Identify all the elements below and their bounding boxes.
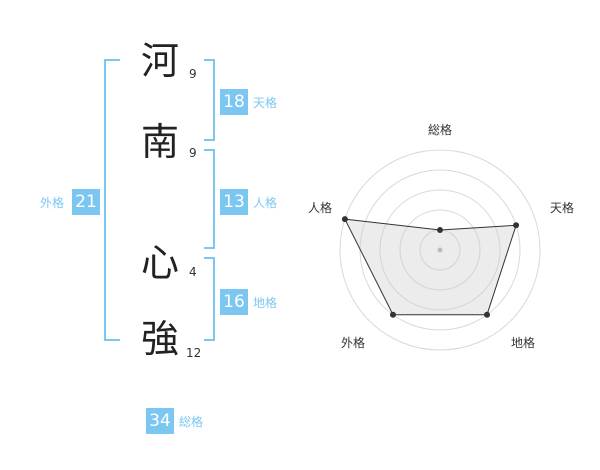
radar-label-gaikaku: 外格	[341, 336, 366, 350]
name-char-1: 河	[141, 39, 180, 83]
stroke-count-1: 9	[189, 67, 197, 81]
stroke-count-2: 9	[189, 146, 197, 160]
tenkaku-value-badge: 18	[220, 89, 248, 115]
gaikaku-label: 外格	[40, 196, 65, 210]
radar-point	[513, 222, 520, 229]
chikaku-label: 地格	[253, 296, 278, 310]
radar-point	[484, 311, 491, 318]
radar-ring	[379, 189, 501, 311]
stroke-count-4: 12	[186, 346, 202, 360]
radar-point	[437, 227, 443, 233]
radar-center-dot	[437, 247, 443, 253]
chikaku-value-badge: 16	[220, 289, 248, 315]
name-char-4: 強	[141, 317, 180, 361]
soukaku-label: 総格	[179, 415, 204, 429]
stroke-count-3: 4	[189, 265, 197, 279]
radar-ring	[339, 149, 541, 351]
radar-label-jinkaku: 人格	[308, 201, 333, 215]
radar-shape	[344, 218, 517, 316]
radar-label-soukaku: 総格	[428, 123, 453, 137]
radar-ring	[399, 209, 481, 291]
name-char-2: 南	[141, 120, 180, 164]
gaikaku-value-badge: 21	[72, 189, 100, 215]
radar-point	[389, 311, 396, 318]
tenkaku-label: 天格	[253, 96, 278, 110]
soukaku-value-badge: 34	[146, 408, 174, 434]
jinkaku-label: 人格	[253, 196, 278, 210]
radar-point	[341, 216, 348, 223]
radar-label-tenkaku: 天格	[550, 201, 575, 215]
name-char-3: 心	[141, 241, 180, 285]
radar-label-chikaku: 地格	[511, 336, 536, 350]
jinkaku-value-badge: 13	[220, 189, 248, 215]
